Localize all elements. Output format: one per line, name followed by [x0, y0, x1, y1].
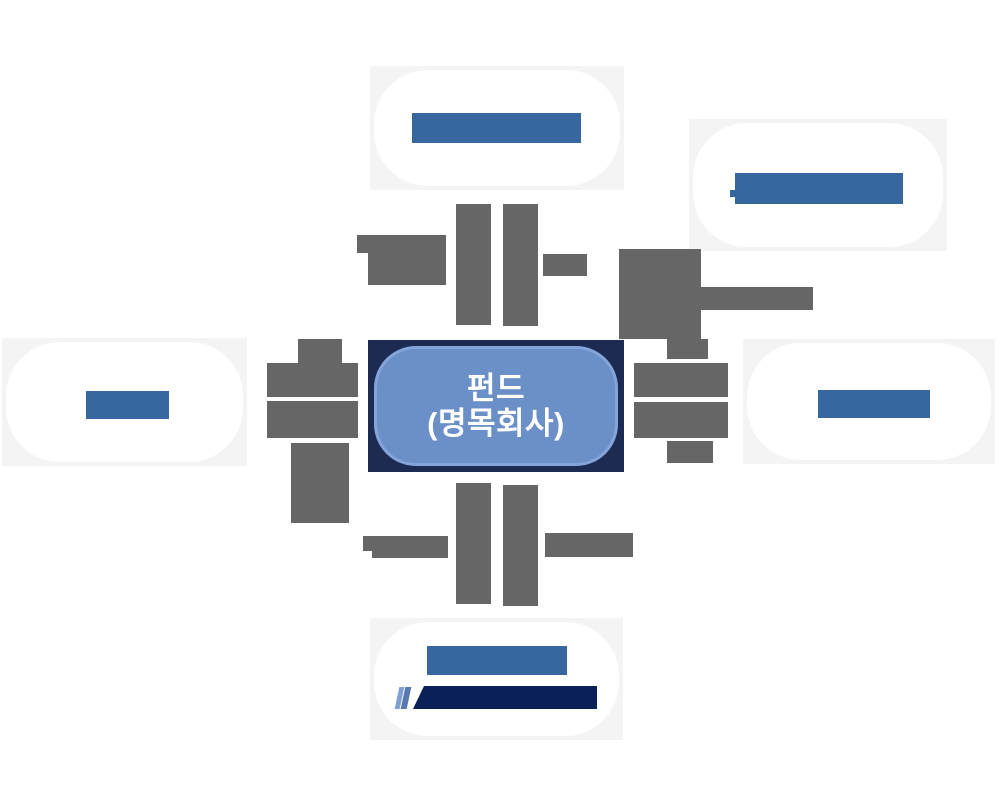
- connector-right-stem: [667, 441, 713, 463]
- connector-bottom-down: [456, 483, 491, 604]
- node-top-right: [689, 119, 947, 251]
- connector-topright-stem: [667, 339, 708, 359]
- node-right: [743, 339, 995, 464]
- connector-topright-block: [619, 249, 701, 339]
- connector-topright-arm: [701, 287, 813, 310]
- redacted-label-bar: [735, 173, 903, 204]
- connector-right-upper: [634, 363, 728, 397]
- connector-left-lower: [267, 401, 358, 438]
- center-label-line1: 펀드: [466, 371, 526, 406]
- connector-top-right-label: [543, 254, 587, 276]
- connector-left-stem-top: [298, 339, 342, 363]
- connector-bottom-left-label-tab: [363, 536, 372, 551]
- connector-right-lower: [634, 402, 728, 438]
- node-bottom: [370, 618, 623, 740]
- center-node-fund: 펀드 (명목회사): [368, 340, 624, 472]
- connector-top-down: [503, 204, 538, 326]
- connector-bottom-left-label: [372, 536, 448, 558]
- redacted-label-bar: [86, 391, 169, 419]
- redacted-label-bar: [412, 113, 581, 143]
- node-top: [370, 66, 624, 190]
- connector-top-up: [456, 204, 491, 325]
- node-left: [2, 338, 247, 466]
- connector-top-left-label: [368, 235, 446, 285]
- redacted-label-bar: [818, 390, 930, 418]
- redacted-label-bar: [427, 646, 567, 675]
- node-bottom-surface: [374, 622, 619, 736]
- connector-left-stem-bottom: [291, 443, 349, 523]
- center-node-surface: 펀드 (명목회사): [374, 346, 618, 466]
- redacted-label-tick: [730, 190, 737, 197]
- connector-left-upper: [267, 363, 358, 397]
- connector-top-left-label-tab: [357, 235, 368, 253]
- center-label-line2: (명목회사): [427, 406, 565, 441]
- connector-bottom-up: [503, 485, 538, 606]
- redacted-label-bar-navy: [413, 686, 597, 709]
- connector-bottom-right-label: [545, 533, 633, 557]
